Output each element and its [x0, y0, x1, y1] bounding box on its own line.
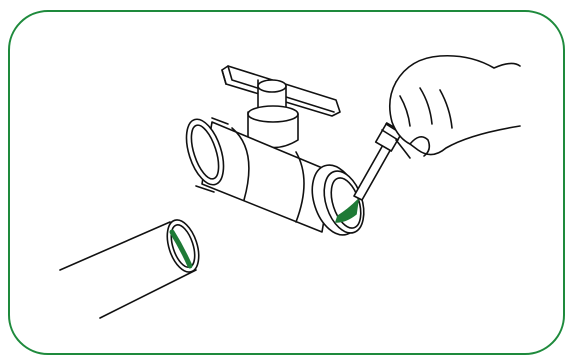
ball-valve-icon [179, 66, 371, 241]
gloved-hand-icon [390, 56, 520, 158]
pipe-icon [60, 216, 205, 318]
applicator-brush-icon [354, 123, 402, 200]
